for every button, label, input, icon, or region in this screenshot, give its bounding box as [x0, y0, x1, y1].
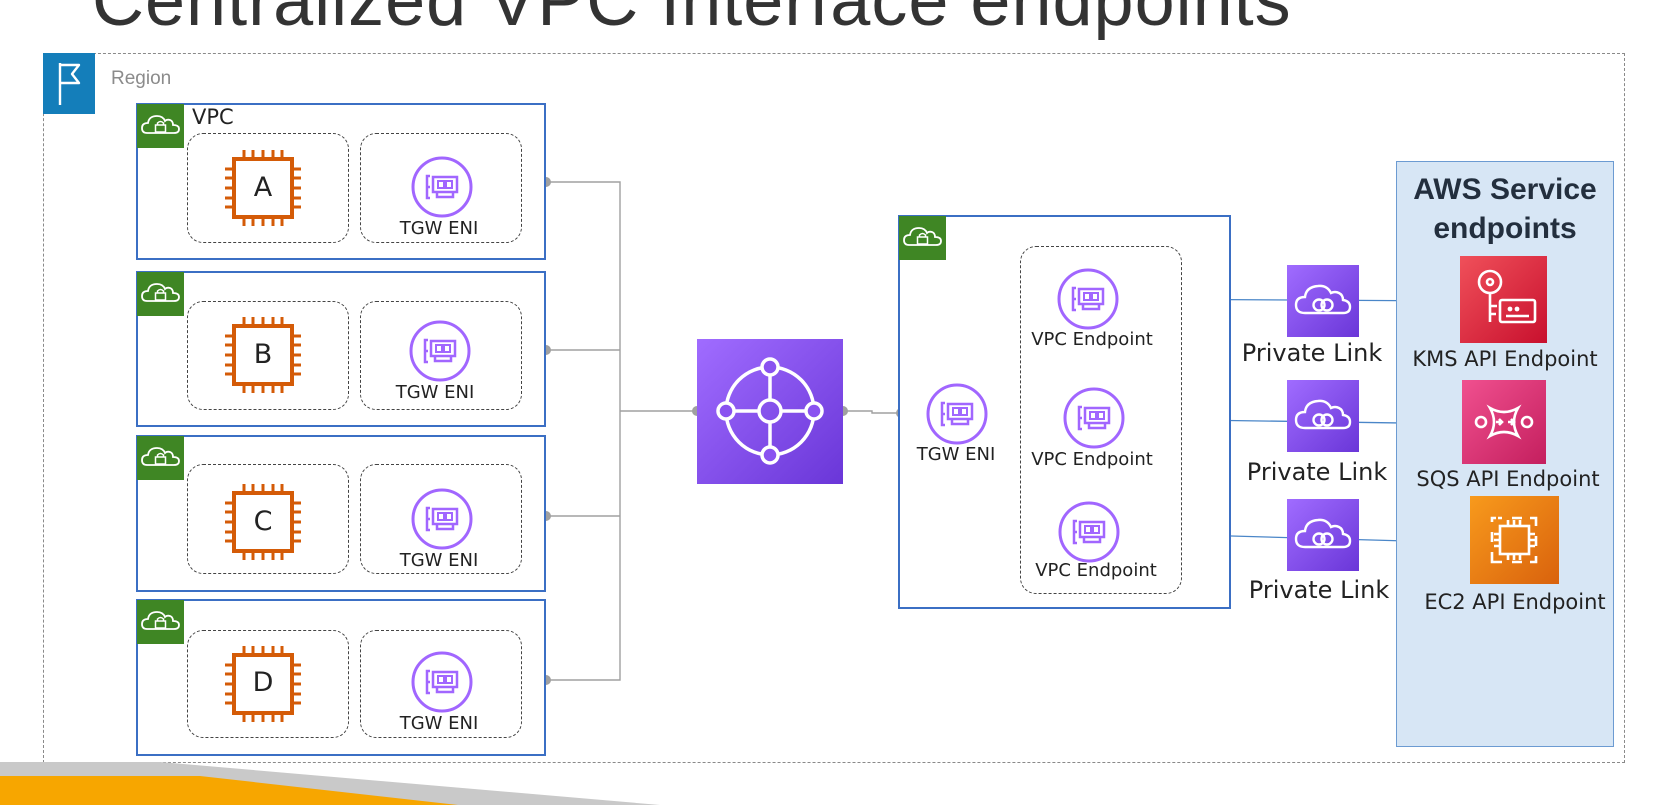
private-link-label: Private Link [1246, 458, 1388, 486]
vpc-lock-icon [137, 104, 184, 148]
instance-label: D [252, 667, 274, 698]
page-title: Centralized VPC Interface endpoints [92, 0, 1292, 41]
private-link-label: Private Link [1241, 339, 1383, 367]
region-container [43, 53, 1625, 763]
subnet-eni [360, 464, 522, 574]
sqs-endpoint-label: SQS API Endpoint [1416, 467, 1600, 491]
vpc-lock-icon [137, 600, 184, 644]
private-link-icon [1287, 380, 1359, 452]
subnet-eni [360, 133, 522, 243]
eni-icon [926, 383, 988, 445]
eni-label: TGW ENI [916, 444, 996, 465]
vpc-endpoint-icon [1058, 501, 1120, 563]
eni-icon [411, 651, 473, 713]
eni-icon [409, 320, 471, 382]
eni-label: TGW ENI [399, 218, 479, 239]
subnet-eni [360, 630, 522, 738]
vpc-endpoint-label: VPC Endpoint [1031, 449, 1153, 470]
aws-service-endpoints-title: AWS Service endpoints [1413, 173, 1597, 245]
subnet-instance [187, 630, 349, 738]
transit-gateway-icon [697, 339, 843, 484]
bottom-accent-bar [0, 762, 660, 805]
vpc-label: VPC [192, 105, 234, 129]
private-link-label: Private Link [1248, 576, 1390, 604]
eni-label: TGW ENI [399, 550, 479, 571]
vpc-endpoint-icon [1057, 268, 1119, 330]
kms-icon [1460, 256, 1547, 343]
subnet-instance [187, 133, 349, 243]
ec2-instance-icon [225, 484, 301, 560]
instance-label: B [253, 339, 273, 370]
instance-label: C [253, 506, 273, 537]
eni-label: TGW ENI [395, 382, 475, 403]
vpc-lock-icon [899, 216, 946, 260]
ec2-instance-icon [225, 150, 301, 226]
instance-label: A [253, 172, 273, 203]
eni-icon [411, 156, 473, 218]
vpc-endpoint-icon [1063, 387, 1125, 449]
eni-label: TGW ENI [399, 713, 479, 734]
ec2-icon [1470, 496, 1559, 584]
vpc-lock-icon [137, 436, 184, 480]
subnet-instance [187, 301, 349, 410]
kms-endpoint-label: KMS API Endpoint [1412, 347, 1598, 371]
vpc-endpoint-label: VPC Endpoint [1035, 560, 1157, 581]
ec2-endpoint-label: EC2 API Endpoint [1424, 590, 1606, 614]
vpc-lock-icon [137, 272, 184, 316]
region-label: Region [111, 68, 172, 89]
flag-icon [43, 53, 95, 114]
ec2-instance-icon [225, 646, 301, 722]
subnet-instance [187, 464, 349, 574]
endpoint-subnet [1020, 246, 1182, 594]
ec2-instance-icon [225, 317, 301, 393]
sqs-icon [1462, 380, 1546, 464]
vpc-endpoint-label: VPC Endpoint [1031, 329, 1153, 350]
private-link-icon [1287, 499, 1359, 571]
subnet-eni [360, 301, 522, 410]
vpc-d [136, 599, 546, 756]
private-link-icon [1287, 265, 1359, 337]
eni-icon [411, 488, 473, 550]
